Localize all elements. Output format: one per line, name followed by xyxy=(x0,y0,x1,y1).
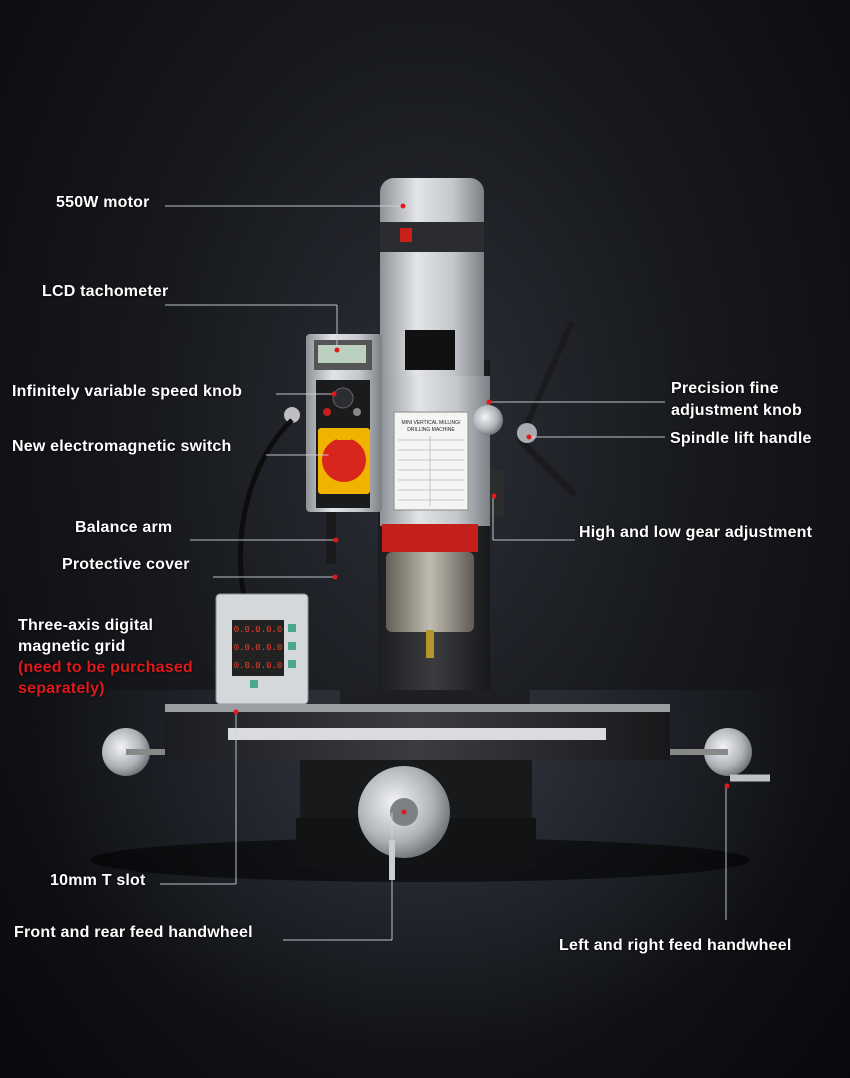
label-left-right-handwheel: Left and right feed handwheel xyxy=(559,937,792,954)
column-base-plate xyxy=(340,690,530,704)
lift-hub xyxy=(517,423,537,443)
label-t-slot: 10mm T slot xyxy=(50,872,146,889)
spec-plate xyxy=(393,411,469,511)
fine-adjust-knob xyxy=(473,405,503,435)
worktable-top xyxy=(165,704,670,712)
dro-readout-x: 0.0.0.0.0 xyxy=(234,625,283,635)
label-fine-adjust-1: Precision fine xyxy=(671,380,779,397)
dro-button-3 xyxy=(288,660,296,668)
dro-power-button xyxy=(250,680,258,688)
gear-lever xyxy=(490,470,504,516)
label-fine-adjust-2: adjustment knob xyxy=(671,402,803,419)
lift-handle-lower xyxy=(517,437,578,498)
emergency-stop-button xyxy=(322,438,366,482)
fuse-holder xyxy=(353,408,361,416)
tachometer-lcd xyxy=(318,345,366,363)
motor-housing xyxy=(380,178,484,408)
motor-badge xyxy=(400,228,412,242)
label-electromagnetic-switch: New electromagnetic switch xyxy=(12,438,232,455)
marker-dots xyxy=(233,203,730,815)
label-motor: 550W motor xyxy=(56,194,150,211)
dro-readout-y: 0.0.0.0.0 xyxy=(234,643,283,653)
spec-plate-title-2: DRILLING MACHINE xyxy=(407,427,455,433)
label-protective-cover: Protective cover xyxy=(62,556,190,573)
label-speed-knob: Infinitely variable speed knob xyxy=(12,383,243,400)
cable-gland xyxy=(284,407,300,423)
label-gear-adjust: High and low gear adjustment xyxy=(579,524,813,541)
dro-button-2 xyxy=(288,642,296,650)
dro-button-1 xyxy=(288,624,296,632)
switch-latch xyxy=(337,432,351,440)
dro-screen xyxy=(232,620,284,676)
label-lcd-tachometer: LCD tachometer xyxy=(42,283,169,300)
spindle-collar xyxy=(382,524,478,552)
label-digital-grid-note-2: separately) xyxy=(18,680,105,697)
table-scale xyxy=(228,728,606,740)
leader-lines xyxy=(160,205,727,941)
label-digital-grid-note-1: (need to be purchased xyxy=(18,659,193,676)
dro-readout-z: 0.0.0.0.0 xyxy=(234,661,283,671)
label-spindle-lift: Spindle lift handle xyxy=(670,430,812,447)
power-cable xyxy=(237,418,294,621)
label-front-rear-handwheel: Front and rear feed handwheel xyxy=(14,924,253,941)
label-balance-arm: Balance arm xyxy=(75,519,173,536)
indicator-lamp xyxy=(323,408,331,416)
label-digital-grid-1: Three-axis digital xyxy=(18,617,154,634)
spec-plate-title-1: MINI VERTICAL MILLING/ xyxy=(402,420,462,426)
protective-guard xyxy=(386,552,474,632)
motor-shaft-cover xyxy=(405,330,455,370)
lift-handle-upper xyxy=(517,320,575,442)
label-digital-grid-2: magnetic grid xyxy=(18,638,126,655)
spec-plate-rows xyxy=(398,436,464,506)
motor-nameplate xyxy=(380,222,484,252)
speed-knob xyxy=(332,387,354,409)
drill-bit xyxy=(426,630,434,658)
balance-arm-bar xyxy=(326,512,336,564)
